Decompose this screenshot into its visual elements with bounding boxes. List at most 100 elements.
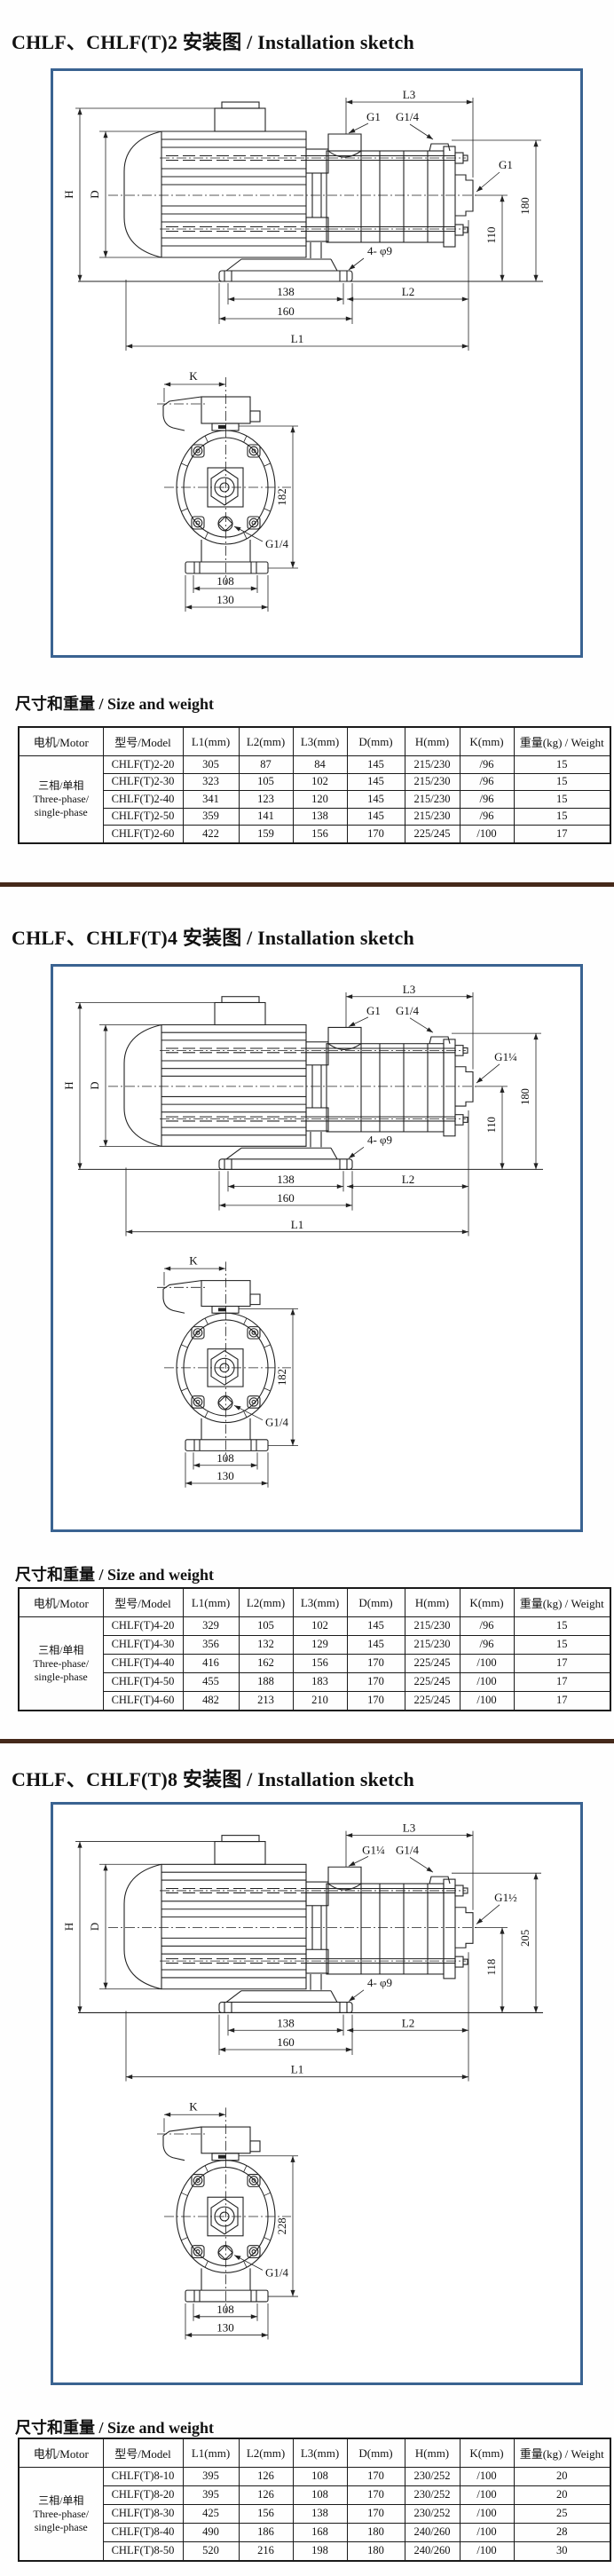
column-header: D(mm) [346,2438,405,2468]
label-plug-port: G1/4 [396,1843,420,1856]
column-header: K(mm) [459,1587,515,1617]
table-cell: 168 [292,2522,348,2542]
section-3-sketch-box: H D [51,1802,583,2385]
table-cell: CHLF(T)2-30 [102,772,184,792]
table-cell: /96 [459,772,515,792]
label-foot-holes: 4- φ9 [367,244,392,257]
dim-label-foot-outer: 160 [277,2035,294,2049]
table-cell: 356 [182,1634,240,1655]
label-drain-port: G1/4 [265,537,289,550]
table-cell: 30 [513,2540,611,2562]
dim-label-d: D [88,1923,101,1931]
dim-label-l3: L3 [403,1821,415,1835]
dim-label-l1: L1 [291,1219,303,1231]
label-foot-holes: 4- φ9 [367,1134,392,1147]
table-cell: 186 [238,2522,294,2542]
casing-bolt [247,1326,261,1339]
table-cell: 20 [513,2467,611,2486]
table-cell: 17 [513,1690,611,1711]
dim-label-l3: L3 [403,88,415,101]
dim-label-foot-inner: 138 [277,1173,294,1186]
dim-label-l1: L1 [291,332,303,345]
table-cell: CHLF(T)2-20 [102,755,184,774]
casing-bolt [247,2173,261,2187]
front-view-drawing: K [157,369,298,612]
size-heading-zh: 尺寸和重量 [15,1566,95,1584]
dim-label-d: D [88,190,101,198]
table-cell: 105 [238,1616,294,1636]
column-header: L1(mm) [182,1587,240,1617]
section-separator [0,1739,614,1743]
column-header: 重量(kg) / Weight [513,726,611,756]
section-2-sketch-box: H D [51,964,583,1532]
table-cell: 230/252 [404,2467,460,2486]
installation-sketch-drawing: H D [62,88,543,612]
dim-label-h: H [63,1081,75,1089]
section-3-size-heading: 尺寸和重量 / Size and weight [15,2415,214,2438]
column-header: K(mm) [459,2438,515,2468]
table-cell: /100 [459,1653,515,1673]
label-inlet-port: G1 [366,110,381,123]
casing-bolt [191,2245,205,2259]
table-cell: 170 [346,2503,405,2524]
table-cell: 120 [292,790,348,809]
column-header: L1(mm) [182,2438,240,2468]
column-header: L3(mm) [292,1587,348,1617]
casing-bolt [191,444,205,458]
table-cell: 28 [513,2522,611,2542]
table-cell: 15 [513,1616,611,1636]
table-cell: 395 [182,2485,240,2505]
table-cell: 482 [182,1690,240,1711]
table-cell: 141 [238,807,294,826]
table-cell: 359 [182,807,240,826]
table-cell: /96 [459,1634,515,1655]
table-cell: 210 [292,1690,348,1711]
table-cell: 180 [346,2540,405,2562]
table-cell: 213 [238,1690,294,1711]
table-cell: /100 [459,2540,515,2562]
table-cell: CHLF(T)4-40 [102,1653,184,1673]
table-cell: 225/245 [404,1671,460,1692]
table-cell: 341 [182,790,240,809]
table-cell: 132 [238,1634,294,1655]
dim-label-outlet-height: 110 [484,226,498,243]
table-cell: CHLF(T)8-20 [102,2485,184,2505]
dim-label-base-outer: 130 [216,1470,233,1482]
dim-label-d: D [89,1081,101,1089]
column-header: K(mm) [459,726,515,756]
table-cell: /100 [459,2485,515,2505]
column-header: H(mm) [404,1587,460,1617]
dim-label-h: H [62,1923,75,1931]
label-drain-port: G1/4 [265,2265,289,2279]
label-foot-holes: 4- φ9 [367,1976,392,1989]
dim-label-outlet-height: 118 [484,1959,498,1976]
column-header: 型号/Model [102,726,184,756]
table-cell: 170 [346,1671,405,1692]
column-header: 型号/Model [102,1587,184,1617]
table-cell: 215/230 [404,755,460,774]
table-cell: 15 [513,807,611,826]
table-cell: /96 [459,755,515,774]
table-cell: 20 [513,2485,611,2505]
dim-label-l2: L2 [402,285,414,298]
table-cell: CHLF(T)8-30 [102,2503,184,2524]
dim-label-base-inner: 108 [216,574,234,588]
section-1-size-heading: 尺寸和重量 / Size and weight [15,691,214,715]
dim-label-pump-height: 205 [518,1930,531,1947]
label-outlet-port: G1¼ [494,1051,517,1063]
column-header: L3(mm) [292,2438,348,2468]
label-inlet-port: G1¼ [362,1843,385,1856]
table-cell: CHLF(T)8-50 [102,2540,184,2562]
column-header: 重量(kg) / Weight [513,1587,611,1617]
